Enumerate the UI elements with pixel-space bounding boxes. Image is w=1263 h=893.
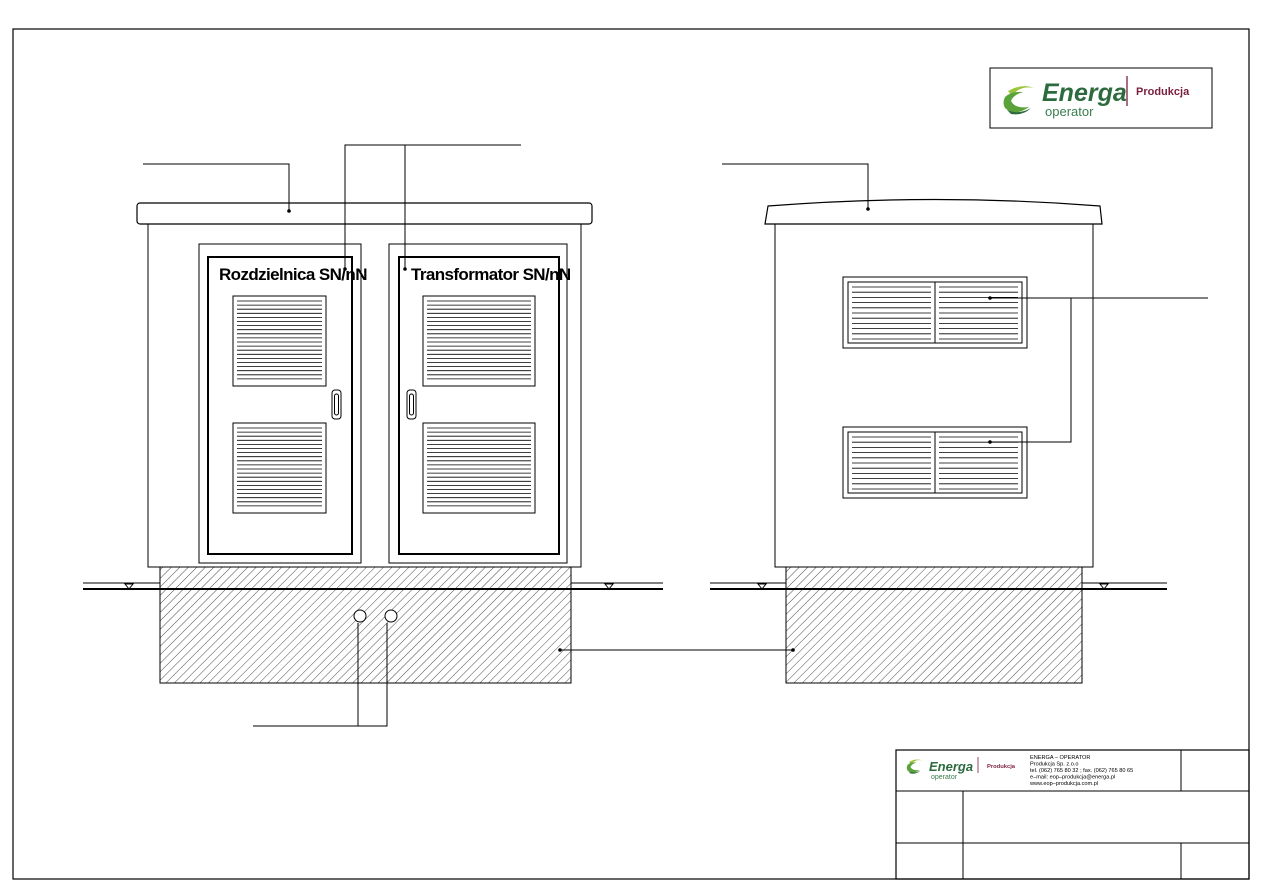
left-door-vent-top <box>232 295 327 387</box>
side-roof <box>764 198 1103 225</box>
side-view <box>710 198 1167 684</box>
left-door-vent-bottom <box>232 422 327 514</box>
tb-logo-sub: operator <box>931 774 958 781</box>
louver-slats <box>237 286 1018 507</box>
front-foundation <box>159 566 572 684</box>
company-line1: ENERGA – OPERATOR <box>1030 755 1090 761</box>
side-foundation <box>785 566 1083 684</box>
company-line2: Produkcja Sp. z.o.o <box>1030 762 1079 768</box>
front-roof <box>136 202 593 225</box>
left-door-handle <box>331 389 342 420</box>
energa-leaf-icon <box>906 759 922 774</box>
company-phone: tel. (062) 765 80 32 ; fax. (062) 765 80… <box>1030 768 1133 774</box>
right-door-title: Transformator SN/nN <box>411 265 571 284</box>
tb-logo-brand: Energa <box>929 759 973 774</box>
left-door-title: Rozdzielnica SN/nN <box>219 265 367 284</box>
header-logo: Energa operator Produkcja <box>989 67 1213 129</box>
drawing-frame <box>12 28 1250 880</box>
side-body <box>774 223 1094 568</box>
right-door: Transformator SN/nN <box>388 243 571 564</box>
logo-sub-text: operator <box>1045 104 1094 119</box>
right-door-vent-top <box>422 295 536 387</box>
front-view: Rozdzielnica SN/nN Transformator SN/nN <box>83 202 663 684</box>
side-vent-lower <box>842 426 1028 499</box>
logo-brand-text: Energa <box>1042 79 1127 107</box>
right-door-vent-bottom <box>422 422 536 514</box>
title-block-logo: Energa operator Produkcja <box>906 757 1016 781</box>
leader-lines <box>143 144 1208 727</box>
cable-entry-hole <box>353 609 367 623</box>
logo-division-text: Produkcja <box>1136 86 1190 98</box>
company-info: ENERGA – OPERATOR Produkcja Sp. z.o.o te… <box>1029 755 1133 787</box>
company-www: www.eop–produkcja.com.pl <box>1029 781 1098 787</box>
left-door: Rozdzielnica SN/nN <box>198 243 368 564</box>
energa-leaf-icon <box>1003 86 1034 115</box>
title-block: Energa operator Produkcja ENERGA – OPERA… <box>895 749 1250 880</box>
cable-entry-hole <box>384 609 398 623</box>
company-email: e–mail: eop–produkcja@energa.pl <box>1030 775 1115 781</box>
tb-logo-division: Produkcja <box>987 764 1016 770</box>
side-vent-upper <box>842 276 1028 349</box>
right-door-handle <box>406 389 417 420</box>
